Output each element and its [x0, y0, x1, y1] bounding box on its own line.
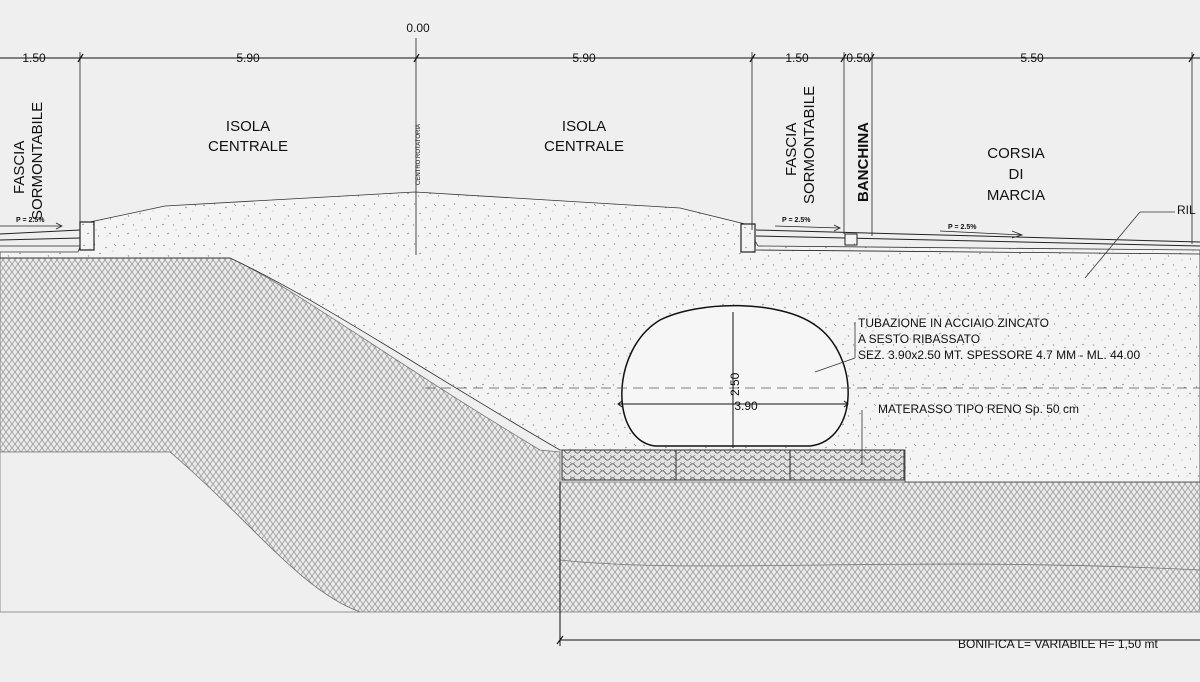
slope-label-mid: P = 2.5%	[782, 217, 811, 224]
dimension-ticks	[77, 53, 1195, 63]
curb-right	[740, 223, 756, 253]
curb-banchina	[844, 233, 858, 246]
materasso-label: MATERASSO TIPO RENO Sp. 50 cm	[878, 402, 1079, 416]
rilevato-leader	[1084, 211, 1141, 279]
centro-rotatoria-label: CENTRO ROTATORIA	[416, 124, 422, 185]
fascia-right-line1: FASCIA	[783, 123, 800, 176]
fascia-left-line2: SORMONTABILE	[29, 102, 46, 220]
slope-arrow-left	[0, 222, 63, 230]
curb-left	[79, 221, 95, 251]
dim-fascia-left: 1.50	[22, 51, 46, 65]
pipe-height-label: 2.50	[728, 372, 742, 396]
dim-corsia: 5.50	[1020, 51, 1044, 65]
pipe-outline	[621, 304, 849, 447]
pipe-width-label: 3.90	[734, 399, 758, 413]
isola-left-line1: ISOLA	[226, 118, 270, 135]
corsia-line2: DI	[1009, 166, 1024, 183]
fascia-left-line1: FASCIA	[11, 141, 28, 194]
slope-arrow-right	[939, 230, 1024, 239]
banchina-label: BANCHINA	[855, 122, 872, 202]
corsia-line3: MARCIA	[987, 187, 1045, 204]
dim-banchina: 0.50	[846, 51, 870, 65]
slope-arrow-mid	[774, 224, 841, 232]
tubazione-line3: SEZ. 3.90x2.50 MT. SPESSORE 4.7 MM - ML.…	[858, 348, 1140, 362]
pavement-left	[0, 229, 81, 247]
pavement-right	[755, 229, 1200, 255]
tubazione-line1: TUBAZIONE IN ACCIAIO ZINCATO	[858, 316, 1049, 330]
slope-label-right: P = 2.5%	[948, 224, 977, 231]
extension-lines	[79, 38, 1193, 255]
bonifica-label: BONIFICA L= VARIABILE H= 1,50 mt	[958, 637, 1159, 651]
tubazione-line2: A SESTO RIBASSATO	[858, 332, 980, 346]
dim-fascia-right: 1.50	[785, 51, 809, 65]
corsia-line1: CORSIA	[987, 145, 1045, 162]
tubazione-leader	[814, 357, 856, 373]
lower-strata	[0, 451, 361, 613]
rilevato-label: RIL	[1177, 203, 1196, 217]
slope-label-left: P = 2.5%	[16, 217, 45, 224]
fascia-right-line2: SORMONTABILE	[801, 86, 818, 204]
origin-label: 0.00	[406, 21, 430, 35]
dim-isola-right: 5.90	[572, 51, 596, 65]
substrate-line	[559, 559, 1200, 571]
isola-right-line2: CENTRALE	[544, 138, 624, 155]
gabion-mattress	[561, 449, 905, 481]
isola-right-line1: ISOLA	[562, 118, 606, 135]
isola-left-line2: CENTRALE	[208, 138, 288, 155]
dim-isola-left: 5.90	[236, 51, 260, 65]
